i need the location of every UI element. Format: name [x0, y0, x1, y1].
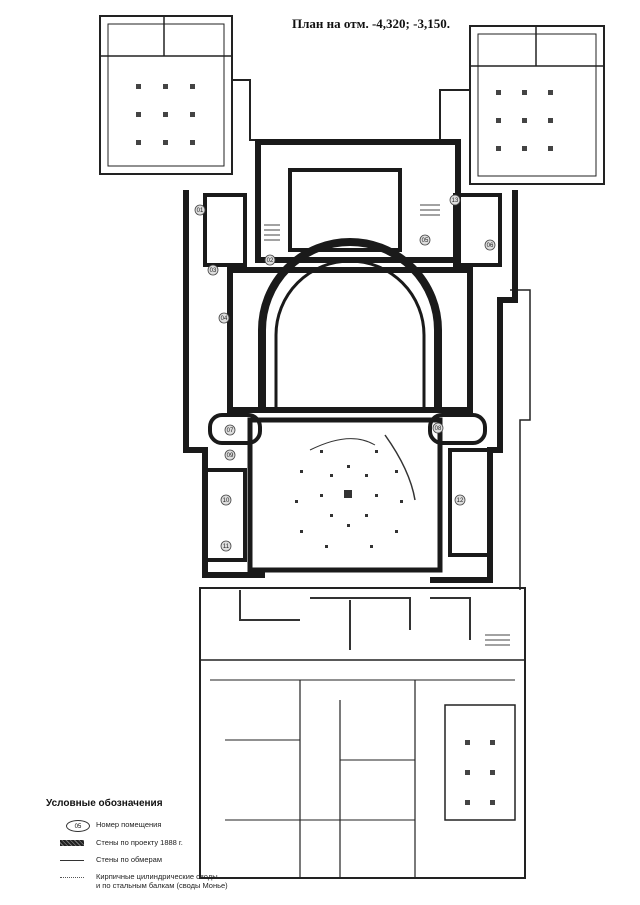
- room-number: 10: [223, 498, 230, 504]
- room-number: 04: [221, 316, 228, 322]
- legend-item-room-number: 05 Номер помещения: [60, 820, 260, 836]
- room-number: 09: [227, 453, 234, 459]
- room-number: 12: [457, 498, 464, 504]
- legend-item-walls-survey: Стены по обмерам: [60, 855, 260, 871]
- room-number: 05: [422, 238, 429, 244]
- legend-heading: Условные обозначения: [46, 798, 163, 809]
- hatched-wall-icon: [60, 840, 84, 846]
- room-number: 06: [487, 243, 494, 249]
- room-number: 07: [227, 428, 234, 434]
- wing-top-right: [469, 25, 605, 185]
- legend-item-vaults: Кирпичные цилиндрические своды и по стал…: [60, 872, 280, 894]
- legend-label-line2: и по стальным балкам (своды Монье): [96, 881, 228, 890]
- room-number-badge-icon: 05: [66, 820, 90, 832]
- room-number: 11: [223, 544, 230, 550]
- legend-item-walls-1888: Стены по проекту 1888 г.: [60, 838, 260, 854]
- wing-top-left: [99, 15, 233, 175]
- room-number: 01: [197, 208, 204, 214]
- bottom-block: [199, 587, 526, 879]
- legend-label: Стены по проекту 1888 г.: [96, 838, 183, 847]
- room-number: 03: [210, 268, 217, 274]
- legend-label: Стены по обмерам: [96, 855, 162, 864]
- thin-wall-icon: [60, 860, 84, 861]
- room-number: 13: [452, 198, 459, 204]
- room-number: 08: [435, 426, 442, 432]
- plan-title: План на отм. -4,320; -3,150.: [292, 16, 450, 31]
- vault-dotted-icon: [60, 877, 84, 878]
- room-number: 02: [267, 258, 274, 264]
- legend-label: Кирпичные цилиндрические своды: [96, 872, 218, 881]
- legend-label: Номер помещения: [96, 820, 162, 829]
